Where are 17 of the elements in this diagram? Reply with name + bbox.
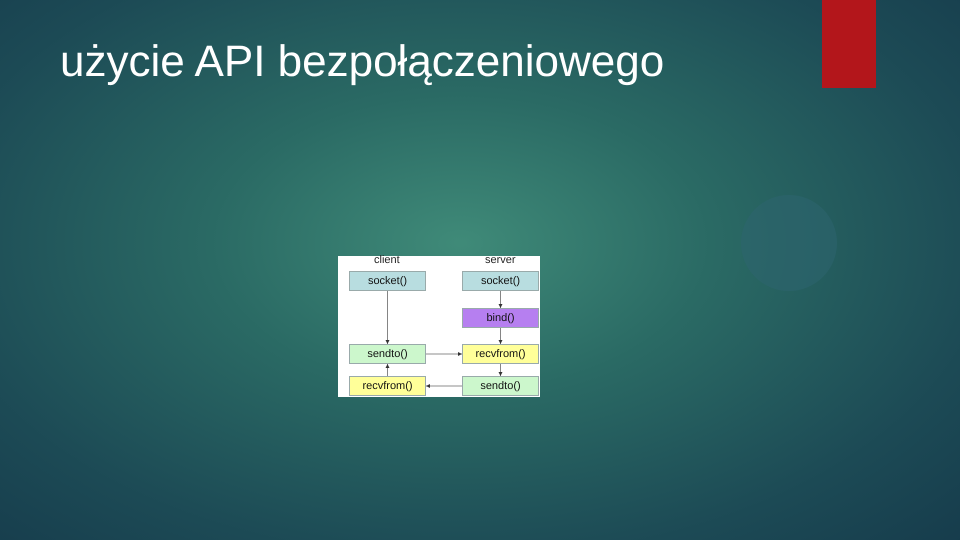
arrow xyxy=(498,328,502,344)
slide-title: użycie API bezpołączeniowego xyxy=(60,38,664,86)
function-box: recvfrom() xyxy=(462,344,539,364)
function-box: socket() xyxy=(462,271,539,291)
arrow xyxy=(426,384,462,388)
arrow xyxy=(498,290,502,308)
arrow xyxy=(386,364,390,376)
function-box: sendto() xyxy=(462,376,539,396)
column-heading: server xyxy=(485,254,516,266)
arrow xyxy=(498,364,502,376)
arrow xyxy=(426,352,462,356)
column-heading: client xyxy=(374,254,400,266)
arrow xyxy=(386,290,390,344)
function-box: bind() xyxy=(462,308,539,328)
function-box: socket() xyxy=(349,271,426,291)
function-box: sendto() xyxy=(349,344,426,364)
function-box: recvfrom() xyxy=(349,376,426,396)
